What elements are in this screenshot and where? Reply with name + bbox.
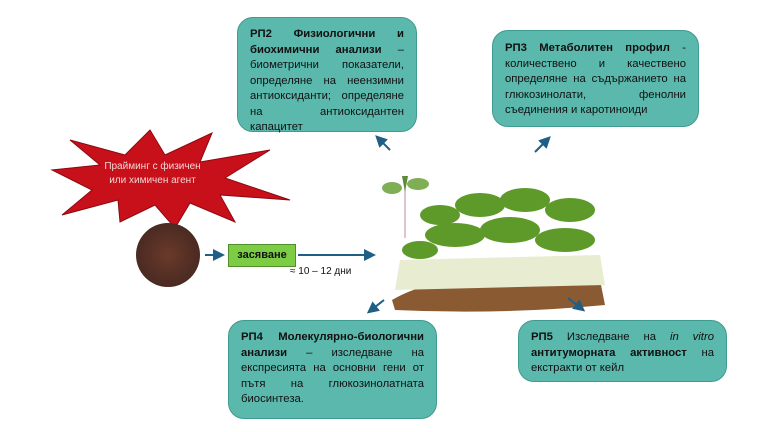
- wp4-text: – изследване на експресията на основни г…: [241, 346, 424, 406]
- wp3-title: РП3 Метаболитен профил: [505, 42, 670, 54]
- wp4-box: РП4 Молекулярно-биологични анализи – изс…: [228, 320, 437, 419]
- wp3-text: - количествено и качествено определяне н…: [505, 42, 686, 116]
- wp5-title: РП5: [531, 331, 553, 343]
- sowing-box: засяване: [228, 244, 296, 267]
- wp5-text-end: на екстракти от кейл: [531, 346, 714, 375]
- arrow-to-rp3: [534, 136, 551, 153]
- wp4-title: РП4 Молекулярно-биологични анализи: [241, 331, 424, 359]
- wp2-box: РП2 Физиологични и биохимични анализи – …: [237, 17, 417, 134]
- wp5-italic: in vitro: [669, 331, 714, 343]
- wp5-text: Изследване на: [552, 331, 670, 343]
- wp2-title: РП2 Физиологични и биохимични анализи: [250, 28, 404, 56]
- arrow-to-rp2: [375, 135, 391, 151]
- seed-pile: [136, 223, 200, 287]
- wp2-text: – биометрични показатели, определяне на …: [250, 43, 404, 134]
- arrow-to-rp4: [366, 299, 385, 314]
- arrow-to-rp5: [567, 297, 586, 312]
- wp5-box: РП5 Изследване на in vitro антитуморната…: [518, 320, 727, 382]
- sprouts-image: [382, 176, 612, 312]
- wp3-box: РП3 Метаболитен профил - количествено и …: [492, 30, 699, 127]
- priming-label: Прайминг с физичен или химичен агент: [104, 161, 201, 186]
- duration-label: ≈ 10 – 12 дни: [290, 266, 352, 277]
- wp5-bold: антитуморната активност: [531, 346, 687, 359]
